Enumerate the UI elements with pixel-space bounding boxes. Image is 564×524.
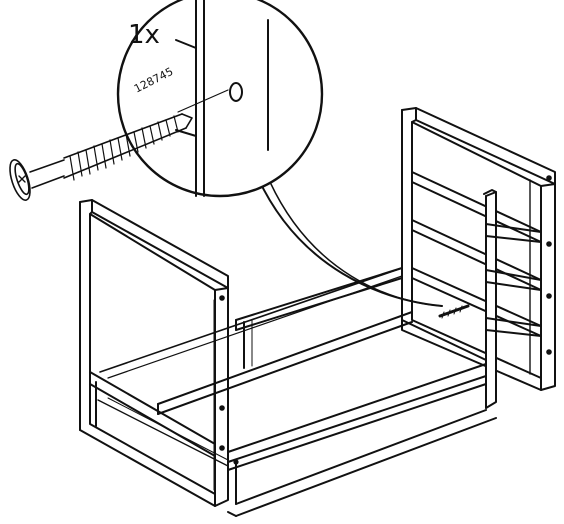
screw-icon: [9, 113, 193, 201]
quantity-label: 1x: [128, 20, 160, 50]
side-rails: [97, 267, 497, 517]
magnifier-callout: [116, 0, 324, 198]
front-right-post: [483, 189, 542, 409]
target-hole: [438, 304, 470, 319]
callout-leader: [257, 177, 443, 307]
right-end-frame: [401, 107, 556, 391]
